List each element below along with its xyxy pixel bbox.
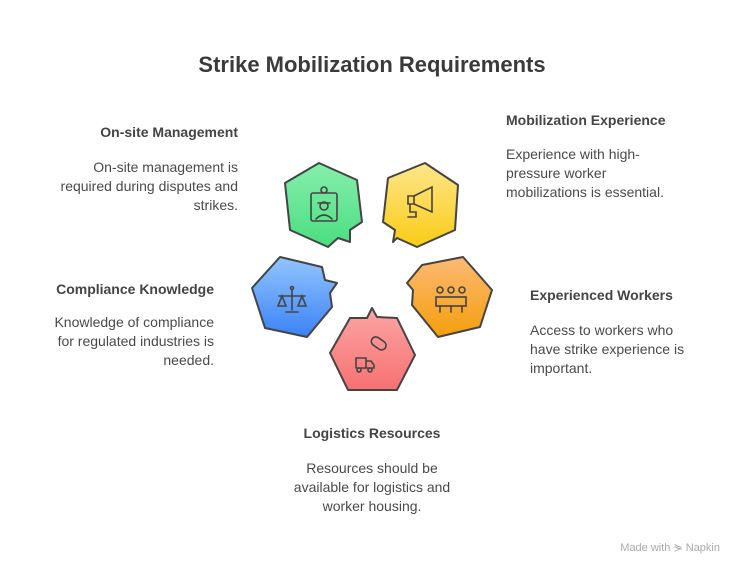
megaphone-icon <box>407 185 433 218</box>
on-site-management-text: On-site management is required during di… <box>60 159 238 213</box>
truck-capsule-icon <box>355 336 387 373</box>
experienced-workers-text: Access to workers who have strike experi… <box>530 322 685 376</box>
compliance-knowledge-heading: Compliance Knowledge <box>56 281 214 297</box>
logistics-resources-heading: Logistics Resources <box>303 425 441 441</box>
compliance-knowledge-text: Knowledge of compliance for regulated in… <box>54 314 214 368</box>
worker-badge-icon <box>310 186 338 222</box>
hexagon-mobilization-experience <box>382 162 459 248</box>
made-with-napkin-footer: Made with ⋟ Napkin <box>620 542 720 554</box>
experienced-workers-heading: Experienced Workers <box>530 287 673 303</box>
hexagon-on-site-management <box>284 162 363 248</box>
hexagon-compliance-knowledge <box>251 256 338 338</box>
mobilization-experience-heading: Mobilization Experience <box>506 112 666 128</box>
page-title: Strike Mobilization Requirements <box>198 52 546 77</box>
logistics-resources-text: Resources should be available for logist… <box>293 460 451 514</box>
workers-group-icon <box>435 286 467 313</box>
on-site-management-heading: On-site Management <box>100 124 238 140</box>
scales-icon <box>276 285 308 313</box>
mobilization-experience-text: Experience with high-pressure worker mob… <box>506 146 664 200</box>
hexagon-logistics-resources <box>329 307 416 391</box>
